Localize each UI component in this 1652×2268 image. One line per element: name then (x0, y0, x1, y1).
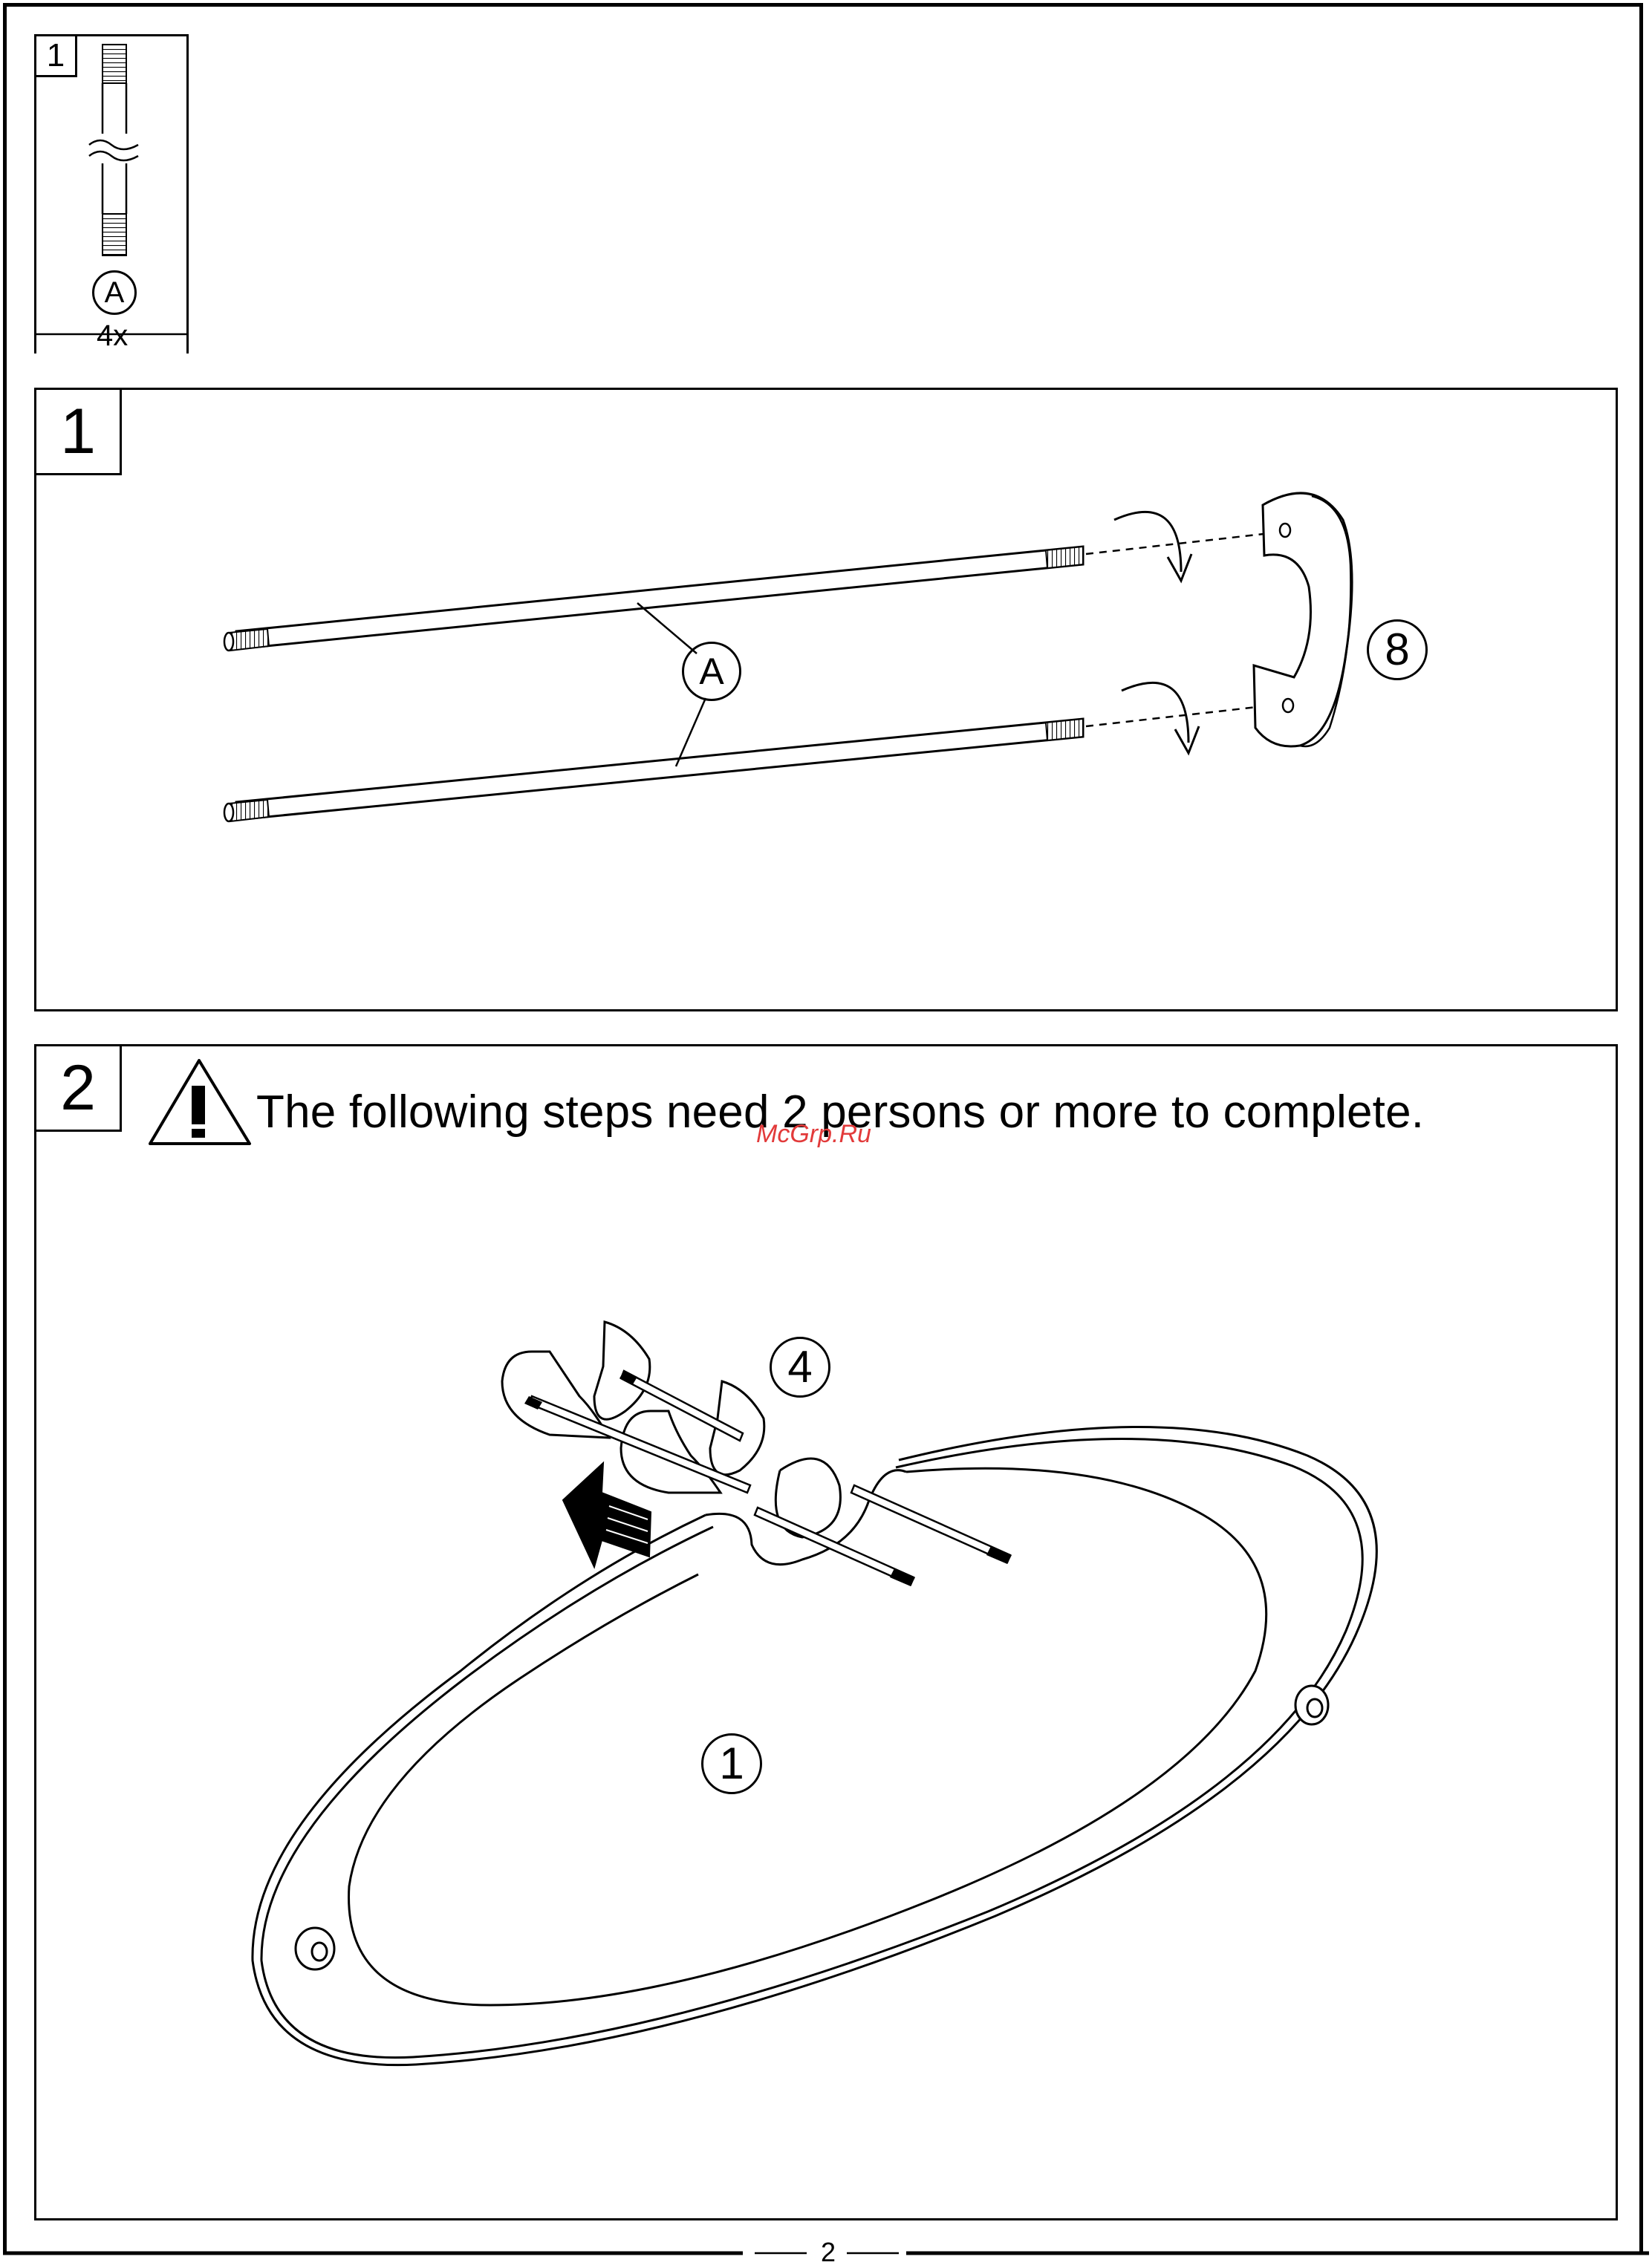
step2-label-base-part: 1 (701, 1733, 762, 1794)
page-footer: 2 (0, 2235, 1652, 2265)
parts-box-number: 1 (34, 34, 77, 77)
watermark: McGrp.Ru (756, 1120, 871, 1149)
step1-label-part: 8 (1367, 619, 1428, 680)
parts-box-letter: A (92, 270, 137, 315)
step1-number: 1 (34, 388, 122, 475)
step2-number: 2 (34, 1044, 122, 1132)
page-number: 2 (815, 2237, 842, 2268)
step2-panel (34, 1044, 1618, 2220)
step1-label-rod: A (682, 642, 741, 701)
step1-panel (34, 388, 1618, 1011)
parts-box-quantity: 4x (94, 319, 131, 353)
step2-label-upper-part: 4 (770, 1337, 830, 1398)
